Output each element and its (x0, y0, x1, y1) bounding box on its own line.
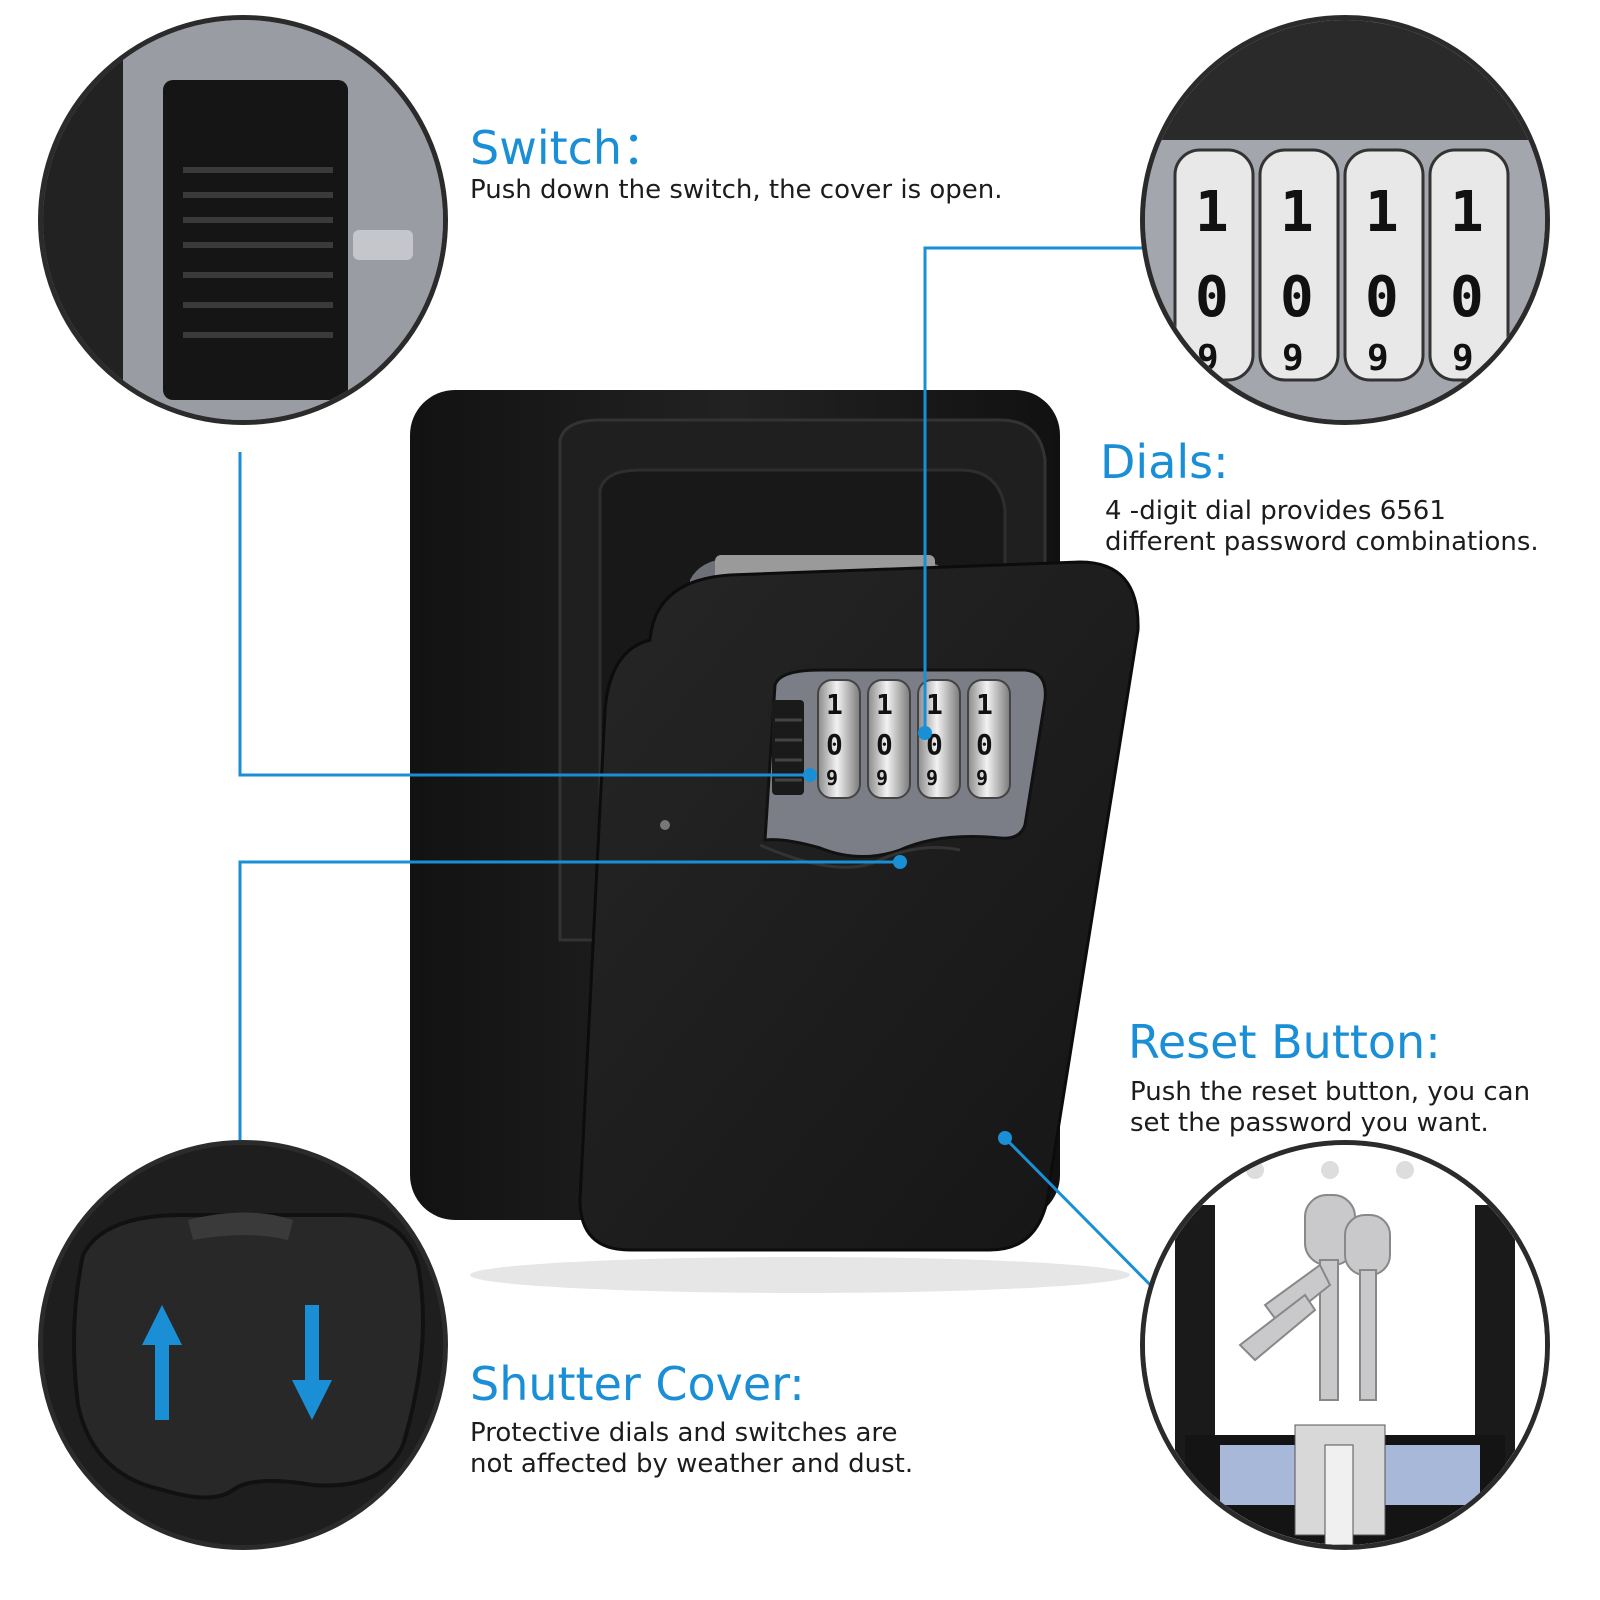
box-digit-bot-4: 9 (976, 766, 989, 790)
switch-title: Switch： (470, 121, 669, 175)
closeup-digit-bot-1: 9 (1197, 338, 1219, 379)
closeup-digit-bot-2: 9 (1282, 338, 1304, 379)
reset-description-line-1: Push the reset button, you can (1130, 1077, 1531, 1107)
switch-description-line-1: Push down the switch, the cover is open. (470, 175, 1003, 205)
shutter-description-line-1: Protective dials and switches are (470, 1418, 898, 1448)
shutter-closeup-image (38, 1140, 448, 1550)
key-lock-box (410, 390, 1140, 1293)
dials-closeup-image: 1 1 1 1 0 0 0 0 9 9 9 9 (1140, 15, 1550, 425)
box-digit-mid-2: 0 (876, 728, 893, 761)
box-digit-top-3: 1 (926, 688, 943, 721)
reset-callout-dot (998, 1131, 1012, 1145)
dials-description-line-2: different password combinations. (1105, 527, 1539, 557)
shutter-callout-line (238, 860, 900, 1170)
closeup-digit-top-1: 1 (1195, 180, 1229, 245)
box-digit-top-4: 1 (976, 688, 993, 721)
reset-callout-line (1003, 1136, 1177, 1312)
shutter-description-line-2: not affected by weather and dust. (470, 1449, 914, 1479)
shutter-callout-dot (893, 855, 907, 869)
reset-description-line-2: set the password you want. (1130, 1108, 1489, 1138)
box-digit-mid-4: 0 (976, 728, 993, 761)
box-digit-top-2: 1 (876, 688, 893, 721)
box-dial-digits: 1 1 1 1 0 0 0 0 9 9 9 9 (818, 688, 1018, 798)
dials-callout-line (923, 246, 1170, 728)
closeup-digit-mid-1: 0 (1195, 265, 1229, 330)
closeup-digit-top-2: 1 (1280, 180, 1314, 245)
reset-title: Reset Button: (1128, 1015, 1441, 1069)
box-digit-bot-2: 9 (876, 766, 889, 790)
closeup-digit-top-4: 1 (1450, 180, 1484, 245)
switch-callout-line (238, 452, 810, 777)
dials-title: Dials: (1100, 435, 1229, 489)
up-arrow-icon (142, 1305, 182, 1420)
dials-description-line-1: 4 -digit dial provides 6561 (1105, 496, 1446, 526)
box-digit-bot-1: 9 (826, 766, 839, 790)
closeup-digit-mid-2: 0 (1280, 265, 1314, 330)
closeup-digit-mid-4: 0 (1450, 265, 1484, 330)
dials-callout-dot (918, 726, 932, 740)
box-digit-top-1: 1 (826, 688, 843, 721)
keys-closeup-image (1140, 1140, 1550, 1550)
dial-wheels (817, 679, 1011, 799)
box-digit-bot-3: 9 (926, 766, 939, 790)
closeup-digit-bot-3: 9 (1367, 338, 1389, 379)
shutter-title: Shutter Cover: (470, 1357, 805, 1411)
box-digit-mid-1: 0 (826, 728, 843, 761)
switch-callout-dot (803, 768, 817, 782)
closeup-digit-mid-3: 0 (1365, 265, 1399, 330)
closeup-digit-bot-4: 9 (1452, 338, 1474, 379)
down-arrow-icon (292, 1305, 332, 1420)
switch-closeup-image (38, 15, 448, 425)
closeup-digit-top-3: 1 (1365, 180, 1399, 245)
